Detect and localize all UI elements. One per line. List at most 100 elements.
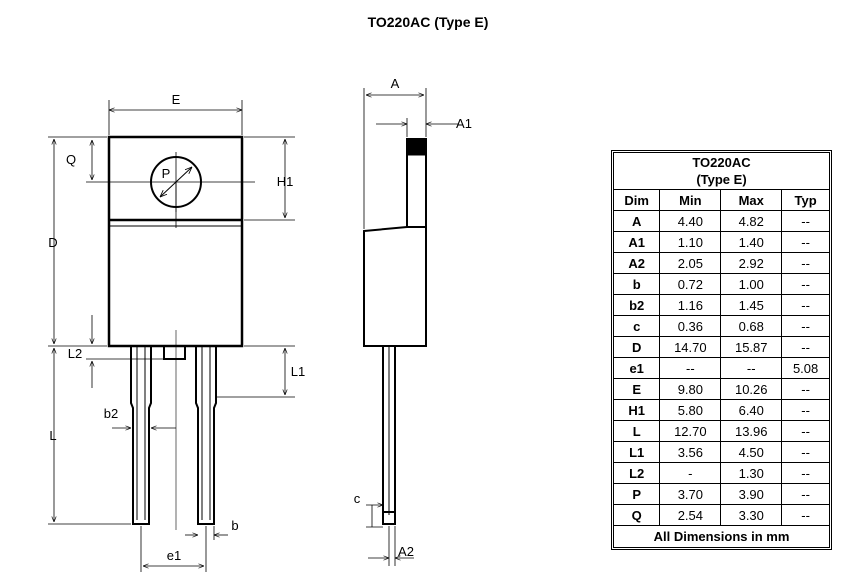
cell-typ: -- [781,420,830,442]
cell-min: 12.70 [659,420,722,442]
cell-min: 0.36 [659,315,722,337]
cell-max: 4.50 [720,441,783,463]
cell-dim: b [612,273,661,295]
cell-max: 1.45 [720,294,783,316]
side-body [363,226,427,347]
cell-min: -- [659,357,722,379]
cell-min: 9.80 [659,378,722,400]
label-L2: L2 [68,346,82,361]
label-A1: A1 [456,116,472,131]
cell-max: -- [720,357,783,379]
right-lead [195,346,217,525]
header-typ: Typ [781,189,830,211]
cell-typ: -- [781,483,830,505]
cell-dim: b2 [612,294,661,316]
cell-dim: c [612,315,661,337]
cell-dim: A1 [612,231,661,253]
cell-max: 6.40 [720,399,783,421]
cell-typ: -- [781,210,830,232]
cell-dim: e1 [612,357,661,379]
cell-max: 10.26 [720,378,783,400]
header-dim: Dim [612,189,661,211]
label-E: E [172,92,181,107]
label-e1: e1 [167,548,181,563]
label-b2: b2 [104,406,118,421]
package-body [107,135,244,348]
header-max: Max [720,189,783,211]
header-min: Min [659,189,722,211]
left-lead [130,346,152,525]
cell-dim: D [612,336,661,358]
cell-max: 1.30 [720,462,783,484]
cell-min: 3.56 [659,441,722,463]
table-header-row: Dim Min Max Typ [612,189,830,211]
label-A2: A2 [398,544,414,559]
cell-dim: H1 [612,399,661,421]
label-L1: L1 [291,364,305,379]
label-L: L [49,428,56,443]
cell-min: 2.54 [659,504,722,526]
cell-typ: -- [781,315,830,337]
cell-typ: -- [781,441,830,463]
cell-dim: L1 [612,441,661,463]
page-title: TO220AC (Type E) [367,14,489,30]
cell-max: 15.87 [720,336,783,358]
cell-dim: A2 [612,252,661,274]
cell-dim: A [612,210,661,232]
cell-dim: E [612,378,661,400]
cell-typ: -- [781,462,830,484]
cell-typ: -- [781,504,830,526]
side-view [363,88,458,566]
cell-typ: -- [781,378,830,400]
hole-diameter-line [160,167,192,197]
cell-max: 13.96 [720,420,783,442]
label-c: c [354,491,361,506]
table-title-line1: TO220AC [692,155,751,170]
cell-max: 0.68 [720,315,783,337]
table-row: L2-1.30-- [612,462,830,484]
cell-typ: -- [781,252,830,274]
cell-min: 2.05 [659,252,722,274]
front-view [48,100,295,572]
cell-min: 0.72 [659,273,722,295]
cell-max: 3.30 [720,504,783,526]
cell-min: 14.70 [659,336,722,358]
label-A: A [391,76,400,91]
cell-typ: -- [781,273,830,295]
cell-min: 5.80 [659,399,722,421]
cell-typ: -- [781,231,830,253]
cell-dim: L [612,420,661,442]
cell-typ: -- [781,399,830,421]
cell-typ: -- [781,336,830,358]
cell-max: 3.90 [720,483,783,505]
cell-dim: L2 [612,462,661,484]
cell-min: - [659,462,722,484]
table-row: e1----5.08 [612,357,830,379]
cell-typ: 5.08 [781,357,830,379]
cell-typ: -- [781,294,830,316]
label-Q: Q [66,152,76,167]
label-b: b [231,518,238,533]
label-D: D [48,235,57,250]
cell-min: 1.10 [659,231,722,253]
label-H1: H1 [277,174,294,189]
cell-max: 2.92 [720,252,783,274]
dimension-labels: E Q H1 D P L2 L1 b2 L b e1 A A1 c A2 [48,76,472,563]
label-P: P [162,166,171,181]
table-title-line2: (Type E) [696,172,747,187]
